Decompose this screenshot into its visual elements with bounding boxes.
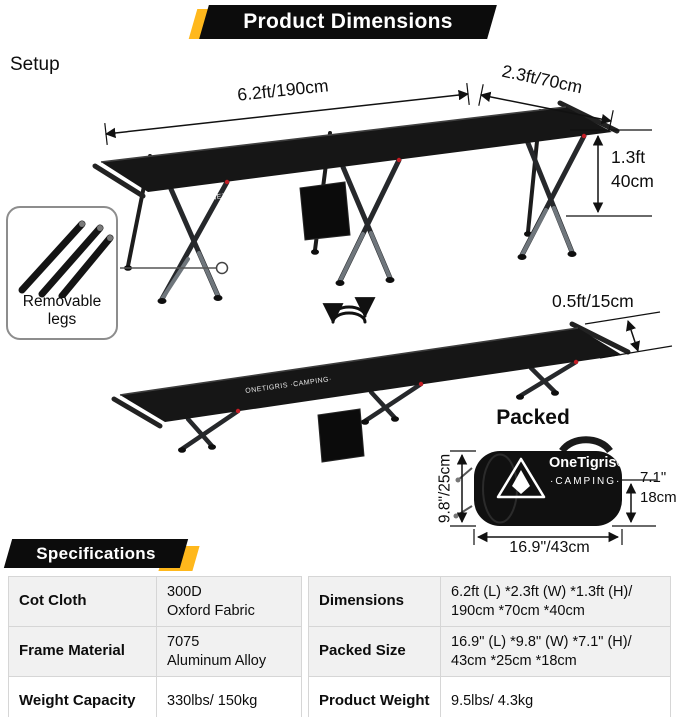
spec-value-cell: 7075 Aluminum Alloy xyxy=(156,626,302,677)
spec-value-cell: 9.5lbs/ 4.3kg xyxy=(440,676,671,717)
cot-side-pocket xyxy=(299,181,351,241)
table-row: Product Weight 9.5lbs/ 4.3kg xyxy=(308,676,671,717)
length-arrow xyxy=(104,83,470,145)
spec-label-cell: Frame Material xyxy=(8,626,157,677)
low-height-dimension-label: 0.5ft/15cm xyxy=(552,291,634,311)
page-title: Product Dimensions xyxy=(243,10,453,33)
table-row: Cot Cloth 300D Oxford Fabric xyxy=(8,576,302,627)
bag-brand-subtext: ·CAMPING· xyxy=(550,476,622,487)
removable-legs-callout-line xyxy=(120,261,229,275)
spec-label-cell: Product Weight xyxy=(308,676,441,717)
height-arrow xyxy=(566,129,652,217)
brand-triangle-logo-icon xyxy=(496,457,546,499)
table-row: Packed Size 16.9" (L) *9.8" (W) *7.1" (H… xyxy=(308,626,671,677)
specs-title: Specifications xyxy=(36,543,156,563)
spec-label-cell: Dimensions xyxy=(308,576,441,627)
bag-depth-arrow xyxy=(612,479,656,527)
packed-bag-illustration xyxy=(453,436,622,526)
setup-section-label: Setup xyxy=(10,54,60,75)
spec-label-cell: Weight Capacity xyxy=(8,676,157,717)
bag-brand-text: OneTigris® xyxy=(549,455,628,471)
low-height-arrow xyxy=(584,311,673,359)
bag-height-label: 9.8"/25cm xyxy=(436,453,454,524)
bag-height-arrow xyxy=(450,450,476,527)
table-row: Frame Material 7075 Aluminum Alloy xyxy=(8,626,302,677)
removable-legs-label: Removable legs xyxy=(22,292,102,329)
cot-low-illustration xyxy=(111,321,631,463)
table-row: Dimensions 6.2ft (L) *2.3ft (W) *1.3ft (… xyxy=(308,576,671,627)
bag-handle xyxy=(559,436,613,454)
spec-value-cell: 6.2ft (L) *2.3ft (W) *1.3ft (H)/ 190cm *… xyxy=(440,576,671,627)
spec-table-right: Dimensions 6.2ft (L) *2.3ft (W) *1.3ft (… xyxy=(308,576,671,717)
height-dimension-label: 1.3ft 40cm xyxy=(611,147,654,191)
width-arrow xyxy=(478,84,614,132)
cot-side-pocket-low xyxy=(317,408,365,463)
bag-length-arrow xyxy=(473,529,623,545)
removable-legs-image xyxy=(18,220,114,298)
rotate-arrows-icon xyxy=(322,297,376,325)
spec-value-cell: 330lbs/ 150kg xyxy=(156,676,302,717)
cot-fabric-low xyxy=(120,328,622,422)
table-row: Weight Capacity 330lbs/ 150kg xyxy=(8,676,302,717)
spec-label-cell: Packed Size xyxy=(308,626,441,677)
bag-depth-label: 7.1" 18cm xyxy=(640,469,677,506)
bag-length-label: 16.9"/43cm xyxy=(509,539,590,556)
cot-fabric xyxy=(101,107,612,192)
spec-value-cell: 300D Oxford Fabric xyxy=(156,576,302,627)
wolf-head-icon xyxy=(512,470,530,494)
spec-value-cell: 16.9" (L) *9.8" (W) *7.1" (H)/ 43cm *25c… xyxy=(440,626,671,677)
cot-setup-illustration xyxy=(92,100,620,304)
packed-section-label: Packed xyxy=(496,406,570,429)
spec-label-cell: Cot Cloth xyxy=(8,576,157,627)
removable-legs-box: Removable legs xyxy=(6,206,118,340)
spec-table-left: Cot Cloth 300D Oxford Fabric Frame Mater… xyxy=(8,576,302,717)
cot-diagrams xyxy=(92,83,673,545)
